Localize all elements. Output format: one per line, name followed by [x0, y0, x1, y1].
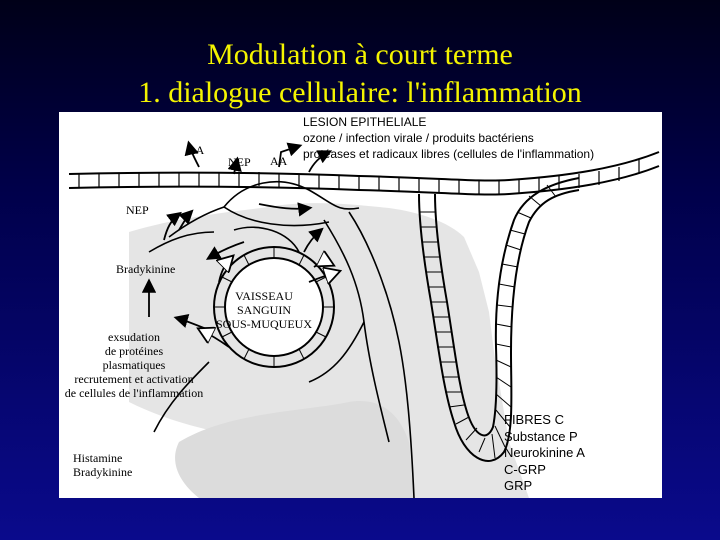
vessel-arrows — [201, 258, 337, 348]
exsudation-label: exsudation de protéines plasmatiques rec… — [59, 330, 209, 400]
nep-label-top: NEP — [228, 155, 251, 169]
vessel-label-line-2: SANGUIN — [237, 303, 291, 317]
fibres-line-5: GRP — [504, 478, 533, 493]
aa-label-right: AA — [270, 154, 288, 168]
fibres-line-3: Neurokinine A — [504, 445, 585, 460]
exsudation-line-3: plasmatiques — [102, 358, 166, 372]
slide-title-line-1: Modulation à court terme — [207, 38, 513, 71]
lesion-mediators: protéases et radicaux libres (cellules d… — [303, 147, 595, 161]
vessel-label: VAISSEAU SANGUIN SOUS-MUQUEUX — [209, 289, 319, 331]
gland-cells — [419, 184, 557, 459]
blood-vessel — [213, 246, 335, 368]
diagram-panel: AA NEP AA NEP Bradykinine LESION EPITHEL… — [59, 112, 662, 498]
mediators-line-2: Bradykinine — [73, 465, 133, 479]
diagram-drawing — [68, 140, 660, 498]
lesion-heading: LESION EPITHELIALE — [303, 115, 427, 129]
lesion-causes: ozone / infection virale / produits bact… — [303, 131, 534, 145]
exsudation-line-1: exsudation — [108, 330, 160, 344]
vessel-label-line-3: SOUS-MUQUEUX — [215, 317, 312, 331]
exsudation-line-5: de cellules de l'inflammation — [64, 386, 204, 400]
fibres-line-1: FIBRES C — [504, 412, 564, 427]
mediators-label: Histamine Bradykinine — [73, 451, 132, 479]
fibres-line-4: C-GRP — [504, 461, 546, 477]
fiber-lower-shading — [175, 401, 414, 498]
bradykinine-label: Bradykinine — [116, 262, 176, 276]
exsudation-line-4: recrutement et activation — [74, 372, 194, 386]
epithelium — [68, 151, 660, 196]
exsudation-line-2: de protéines — [104, 344, 164, 358]
mediators-line-1: Histamine — [73, 451, 123, 465]
diagram-arrows — [141, 140, 333, 331]
epithelium-cells — [78, 160, 640, 194]
fibres-line-2: Substance P — [504, 428, 578, 444]
nep-label-left: NEP — [126, 203, 149, 217]
fibres-c-label: FIBRES C Substance P Neurokinine A C-GRP… — [504, 412, 585, 495]
aa-label-left: AA — [187, 143, 205, 157]
vessel-label-line-1: VAISSEAU — [235, 289, 293, 303]
nerve-fibers — [148, 180, 415, 498]
slide-title-line-2: 1. dialogue cellulaire: l'inflammation — [138, 76, 582, 109]
